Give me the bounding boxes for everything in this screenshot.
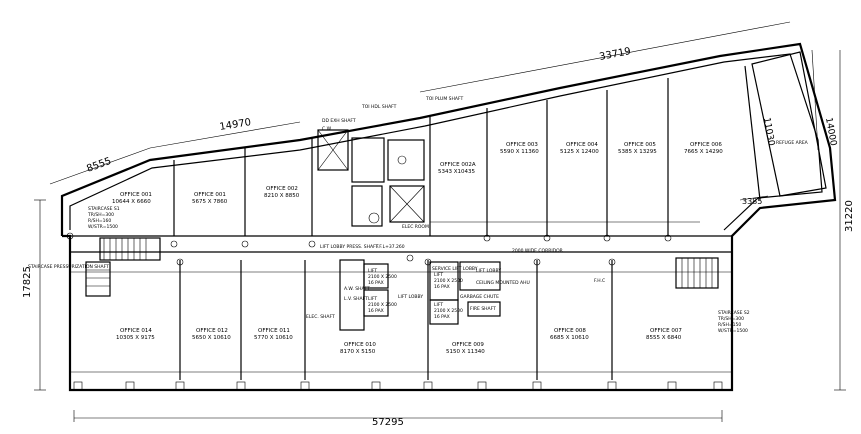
room-size: 6685 X 10610 bbox=[550, 335, 589, 341]
misc-labels: REFUGE AREA 2000 WIDE CORRIDOR LIFT LOBB… bbox=[28, 96, 809, 334]
toilet-hdl-shaft-label: TOI HDL SHAFT bbox=[361, 104, 397, 110]
lv-shaft-label: L.V. SHAFT bbox=[344, 296, 368, 302]
staircase-name: STAIRCASE S2 bbox=[718, 310, 750, 316]
room-size: 7665 X 14290 bbox=[684, 149, 723, 155]
room-name: OFFICE 012 bbox=[196, 328, 228, 334]
aw-shaft-label: A.W. SHAFT bbox=[344, 286, 370, 292]
room-name: OFFICE 001 bbox=[120, 192, 152, 198]
room-name: OFFICE 008 bbox=[554, 328, 586, 334]
lift-lobby-small-label: LIFT LOBBY bbox=[476, 268, 501, 274]
staircase-tr: TR/SH=300 bbox=[717, 316, 744, 322]
lift-name: LIFT bbox=[368, 296, 377, 302]
lift-lobby-label: LIFT LOBBY bbox=[398, 294, 423, 300]
room-name: OFFICE 003 bbox=[506, 142, 538, 148]
room-name: OFFICE 010 bbox=[344, 342, 376, 348]
lift-name: LIFT bbox=[368, 268, 377, 274]
room-size: 8210 X 8850 bbox=[264, 193, 300, 199]
staircase-name: STAIRCASE S1 bbox=[88, 206, 120, 212]
top-partitions bbox=[173, 65, 761, 236]
room-name: OFFICE 005 bbox=[624, 142, 656, 148]
room-size: 5675 X 7860 bbox=[192, 199, 228, 205]
dim-right-overall: 31220 bbox=[844, 200, 855, 232]
lift-cap: 16 PAX bbox=[434, 284, 450, 290]
service-lift-lobby-label: SERVICE LIFT LOBBY bbox=[432, 266, 478, 272]
bottom-partitions bbox=[70, 259, 732, 380]
staircase-w: W/STR=1500 bbox=[88, 224, 118, 230]
lift-size: 2100 X 2500 bbox=[434, 278, 463, 284]
toilet-core bbox=[317, 129, 425, 227]
room-labels: OFFICE 001 10644 X 6660 OFFICE 001 5675 … bbox=[112, 142, 723, 355]
room-size: 10305 X 9175 bbox=[116, 335, 155, 341]
dimension-lines bbox=[34, 21, 846, 422]
room-name: OFFICE 006 bbox=[690, 142, 722, 148]
dim-top-overall: 33719 bbox=[598, 46, 631, 63]
lift-size: 2100 X 2500 bbox=[434, 308, 463, 314]
room-name: OFFICE 009 bbox=[452, 342, 484, 348]
room-size: 5150 X 11340 bbox=[446, 349, 485, 355]
staircase-r: R/SH=150 bbox=[718, 322, 741, 328]
elec-shaft-label: ELEC. SHAFT bbox=[306, 314, 335, 320]
staircase-tr: TR/SH=300 bbox=[87, 212, 114, 218]
lift-size: 2100 X 2500 bbox=[368, 302, 397, 308]
room-name: OFFICE 011 bbox=[258, 328, 290, 334]
lift-cap: 16 PAX bbox=[368, 280, 384, 286]
room-size: 10644 X 6660 bbox=[112, 199, 151, 205]
room-name: OFFICE 002A bbox=[440, 162, 476, 168]
room-size: 8170 X 5150 bbox=[340, 349, 376, 355]
room-name: OFFICE 007 bbox=[650, 328, 682, 334]
building-outline bbox=[60, 42, 837, 392]
lift-cap: 16 PAX bbox=[434, 314, 450, 320]
dim-bottom-overall: 57295 bbox=[372, 417, 404, 428]
lift-name: LIFT bbox=[434, 272, 443, 278]
staircase-s2 bbox=[675, 257, 719, 289]
room-size: 5770 X 10610 bbox=[254, 335, 293, 341]
room-name: OFFICE 004 bbox=[566, 142, 598, 148]
room-name: OFFICE 001 bbox=[194, 192, 226, 198]
room-size: 5343 X10435 bbox=[438, 169, 476, 175]
dim-right-mid: 11030 bbox=[761, 117, 776, 147]
staircase-r: R/SH=160 bbox=[88, 218, 111, 224]
staircase-s1 bbox=[85, 237, 161, 297]
dim-right-upper: 14000 bbox=[823, 117, 838, 147]
grid-markers bbox=[66, 232, 672, 266]
staircase-press-label: STAIRCASE PRESSURIZATION SHAFT bbox=[28, 264, 109, 270]
elec-room-label: ELEC ROOM bbox=[402, 224, 429, 230]
ceiling-mounted-label: CEILING MOUNTED AHU bbox=[476, 280, 530, 286]
dim-right-small: 3385 bbox=[742, 197, 762, 206]
cw-label: C.W bbox=[322, 126, 332, 132]
room-size: 5125 X 12400 bbox=[560, 149, 599, 155]
garbage-label: GARBAGE CHUTE bbox=[460, 294, 499, 300]
dim-left-angled: 8555 bbox=[85, 156, 113, 175]
facade-columns bbox=[73, 381, 723, 391]
exh-shaft-label: DD EXH SHAFT bbox=[322, 118, 356, 124]
room-size: 5385 X 13295 bbox=[618, 149, 657, 155]
dim-top-left: 14970 bbox=[219, 117, 252, 133]
fhc-label: F.H.C bbox=[594, 278, 605, 284]
refuge-area-label: REFUGE AREA bbox=[776, 140, 809, 146]
lift-name: LIFT bbox=[434, 302, 443, 308]
room-size: 5650 X 10610 bbox=[192, 335, 231, 341]
toi-plum-shaft-label: TOI PLUM SHAFT bbox=[425, 96, 463, 102]
corridor-label: 2000 WIDE CORRIDOR bbox=[512, 248, 563, 254]
staircase-w: W/STR=1500 bbox=[718, 328, 748, 334]
ffl-label: F.F.L+37.260 bbox=[376, 244, 405, 250]
lift-size: 2100 X 2500 bbox=[368, 274, 397, 280]
dim-left-overall: 17825 bbox=[22, 266, 33, 298]
room-name: OFFICE 014 bbox=[120, 328, 152, 334]
room-size: 5590 X 11360 bbox=[500, 149, 539, 155]
fire-shaft-label: FIRE SHAFT bbox=[470, 306, 496, 312]
lift-lobby-press-label: LIFT LOBBY PRESS. SHAFT bbox=[320, 244, 379, 250]
lift-cap: 16 PAX bbox=[368, 308, 384, 314]
room-size: 8555 X 6840 bbox=[646, 335, 682, 341]
room-name: OFFICE 002 bbox=[266, 186, 298, 192]
